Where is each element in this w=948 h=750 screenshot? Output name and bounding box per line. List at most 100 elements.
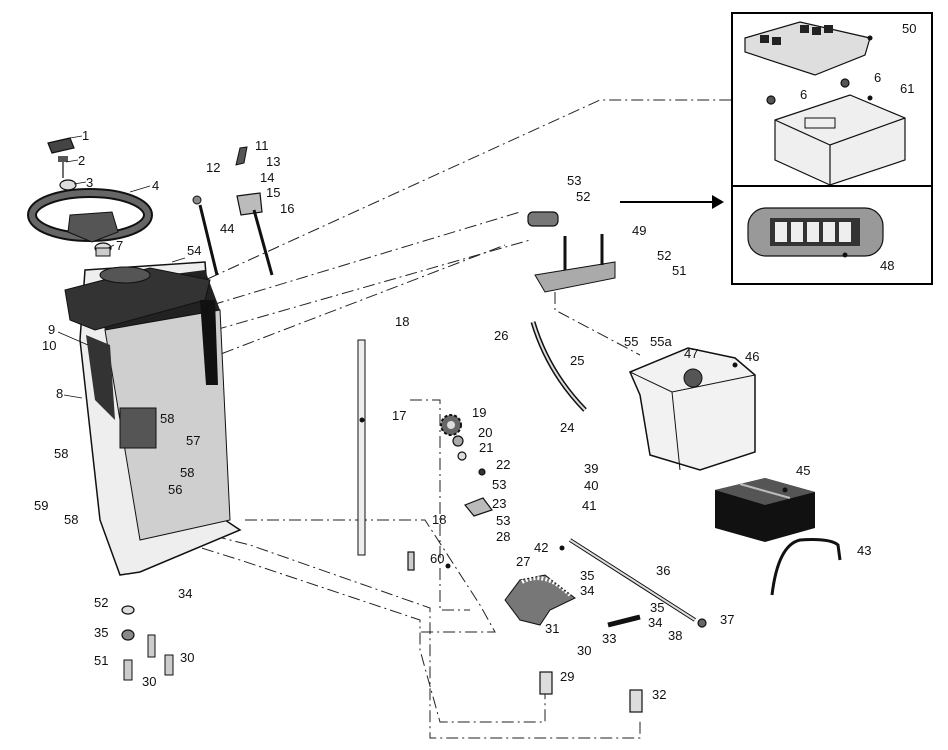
callout-18a: 18 <box>395 314 409 329</box>
callout-53c: 53 <box>567 173 581 188</box>
steering-cap-part-1 <box>47 137 75 154</box>
callout-3: 3 <box>86 175 93 190</box>
tank-part-46 <box>629 347 756 471</box>
callout-61: 61 <box>900 81 914 96</box>
callout-56: 56 <box>168 482 182 497</box>
callout-55: 55 <box>624 334 638 349</box>
washer-part-20 <box>452 435 464 447</box>
washer-part-3 <box>59 179 77 191</box>
callout-43: 43 <box>857 543 871 558</box>
bushing-part-29 <box>539 671 553 695</box>
callout-57: 57 <box>186 433 200 448</box>
callout-58d: 58 <box>64 512 78 527</box>
callout-30a: 30 <box>577 643 591 658</box>
rod-part-44 <box>192 195 219 276</box>
switch-panel-part-48 <box>747 207 884 257</box>
callout-54: 54 <box>187 243 201 258</box>
steering-shaft-part-17 <box>357 339 366 556</box>
callout-58b: 58 <box>54 446 68 461</box>
callout-34a: 34 <box>580 583 594 598</box>
callout-18b: 18 <box>432 512 446 527</box>
callout-59: 59 <box>34 498 48 513</box>
callout-7: 7 <box>116 238 123 253</box>
switch-part-52 <box>527 211 559 227</box>
callout-22: 22 <box>496 457 510 472</box>
callout-32: 32 <box>652 687 666 702</box>
callout-37: 37 <box>720 612 734 627</box>
callout-24: 24 <box>560 420 574 435</box>
callout-31: 31 <box>545 621 559 636</box>
callout-26: 26 <box>494 328 508 343</box>
callout-16: 16 <box>280 201 294 216</box>
screw-icon <box>766 95 776 105</box>
callout-47: 47 <box>684 346 698 361</box>
screw-part-22 <box>478 468 486 476</box>
callout-6a: 6 <box>874 70 881 85</box>
nut-part-21 <box>457 451 467 461</box>
bolt-part-2 <box>58 156 68 178</box>
callout-21: 21 <box>479 440 493 455</box>
bushing-part-32 <box>629 689 643 713</box>
clip-part-11 <box>235 146 248 166</box>
callout-25: 25 <box>570 353 584 368</box>
callout-labels: 1 2 3 4 7 9 10 8 54 58 57 58 58 56 59 58… <box>34 21 916 702</box>
callout-52c: 52 <box>94 595 108 610</box>
callout-27: 27 <box>516 554 530 569</box>
callout-9: 9 <box>48 322 55 337</box>
callout-42: 42 <box>534 540 548 555</box>
circuit-board-part-50 <box>744 21 871 76</box>
callout-53b: 53 <box>496 513 510 528</box>
callout-8: 8 <box>56 386 63 401</box>
callout-1: 1 <box>82 128 89 143</box>
callout-53a: 53 <box>492 477 506 492</box>
leader-dots <box>359 35 873 569</box>
assembly-leader-lines <box>139 99 735 739</box>
callout-19: 19 <box>472 405 486 420</box>
fasteners-bottom-left <box>121 605 174 681</box>
callout-35b: 35 <box>650 600 664 615</box>
callout-28: 28 <box>496 529 510 544</box>
callout-23: 23 <box>492 496 506 511</box>
pivot-part-37 <box>697 618 707 628</box>
callout-44: 44 <box>220 221 234 236</box>
callout-34c: 34 <box>178 586 192 601</box>
screw-icon <box>840 78 850 88</box>
callout-58a: 58 <box>160 411 174 426</box>
callout-30c: 30 <box>142 674 156 689</box>
callout-52b: 52 <box>657 248 671 263</box>
callout-11: 11 <box>255 138 269 153</box>
callout-6b: 6 <box>800 87 807 102</box>
link-part-33 <box>607 614 641 628</box>
callout-36: 36 <box>656 563 670 578</box>
callout-55a: 55a <box>650 334 672 349</box>
callout-29: 29 <box>560 669 574 684</box>
callout-2: 2 <box>78 153 85 168</box>
callout-52a: 52 <box>576 189 590 204</box>
callout-12: 12 <box>206 160 220 175</box>
callout-30b: 30 <box>180 650 194 665</box>
callout-35a: 35 <box>580 568 594 583</box>
callout-50: 50 <box>902 21 916 36</box>
callout-51a: 51 <box>672 263 686 278</box>
callout-10: 10 <box>42 338 56 353</box>
callout-17: 17 <box>392 408 406 423</box>
callout-4: 4 <box>152 178 159 193</box>
battery-part-45 <box>715 478 815 542</box>
module-housing-part-61 <box>774 94 906 186</box>
callout-45: 45 <box>796 463 810 478</box>
callout-60: 60 <box>430 551 444 566</box>
callout-34b: 34 <box>648 615 662 630</box>
callout-39: 39 <box>584 461 598 476</box>
callout-49: 49 <box>632 223 646 238</box>
console-housing-part-8 <box>64 261 242 576</box>
callout-38: 38 <box>668 628 682 643</box>
sector-gear-part-27 <box>504 574 576 626</box>
callout-58c: 58 <box>180 465 194 480</box>
callout-15: 15 <box>266 185 280 200</box>
pin-part-60 <box>407 551 415 571</box>
callout-46: 46 <box>745 349 759 364</box>
cable-part-43 <box>770 538 842 596</box>
gear-part-19 <box>440 414 462 436</box>
callout-48: 48 <box>880 258 894 273</box>
callout-14: 14 <box>260 170 274 185</box>
